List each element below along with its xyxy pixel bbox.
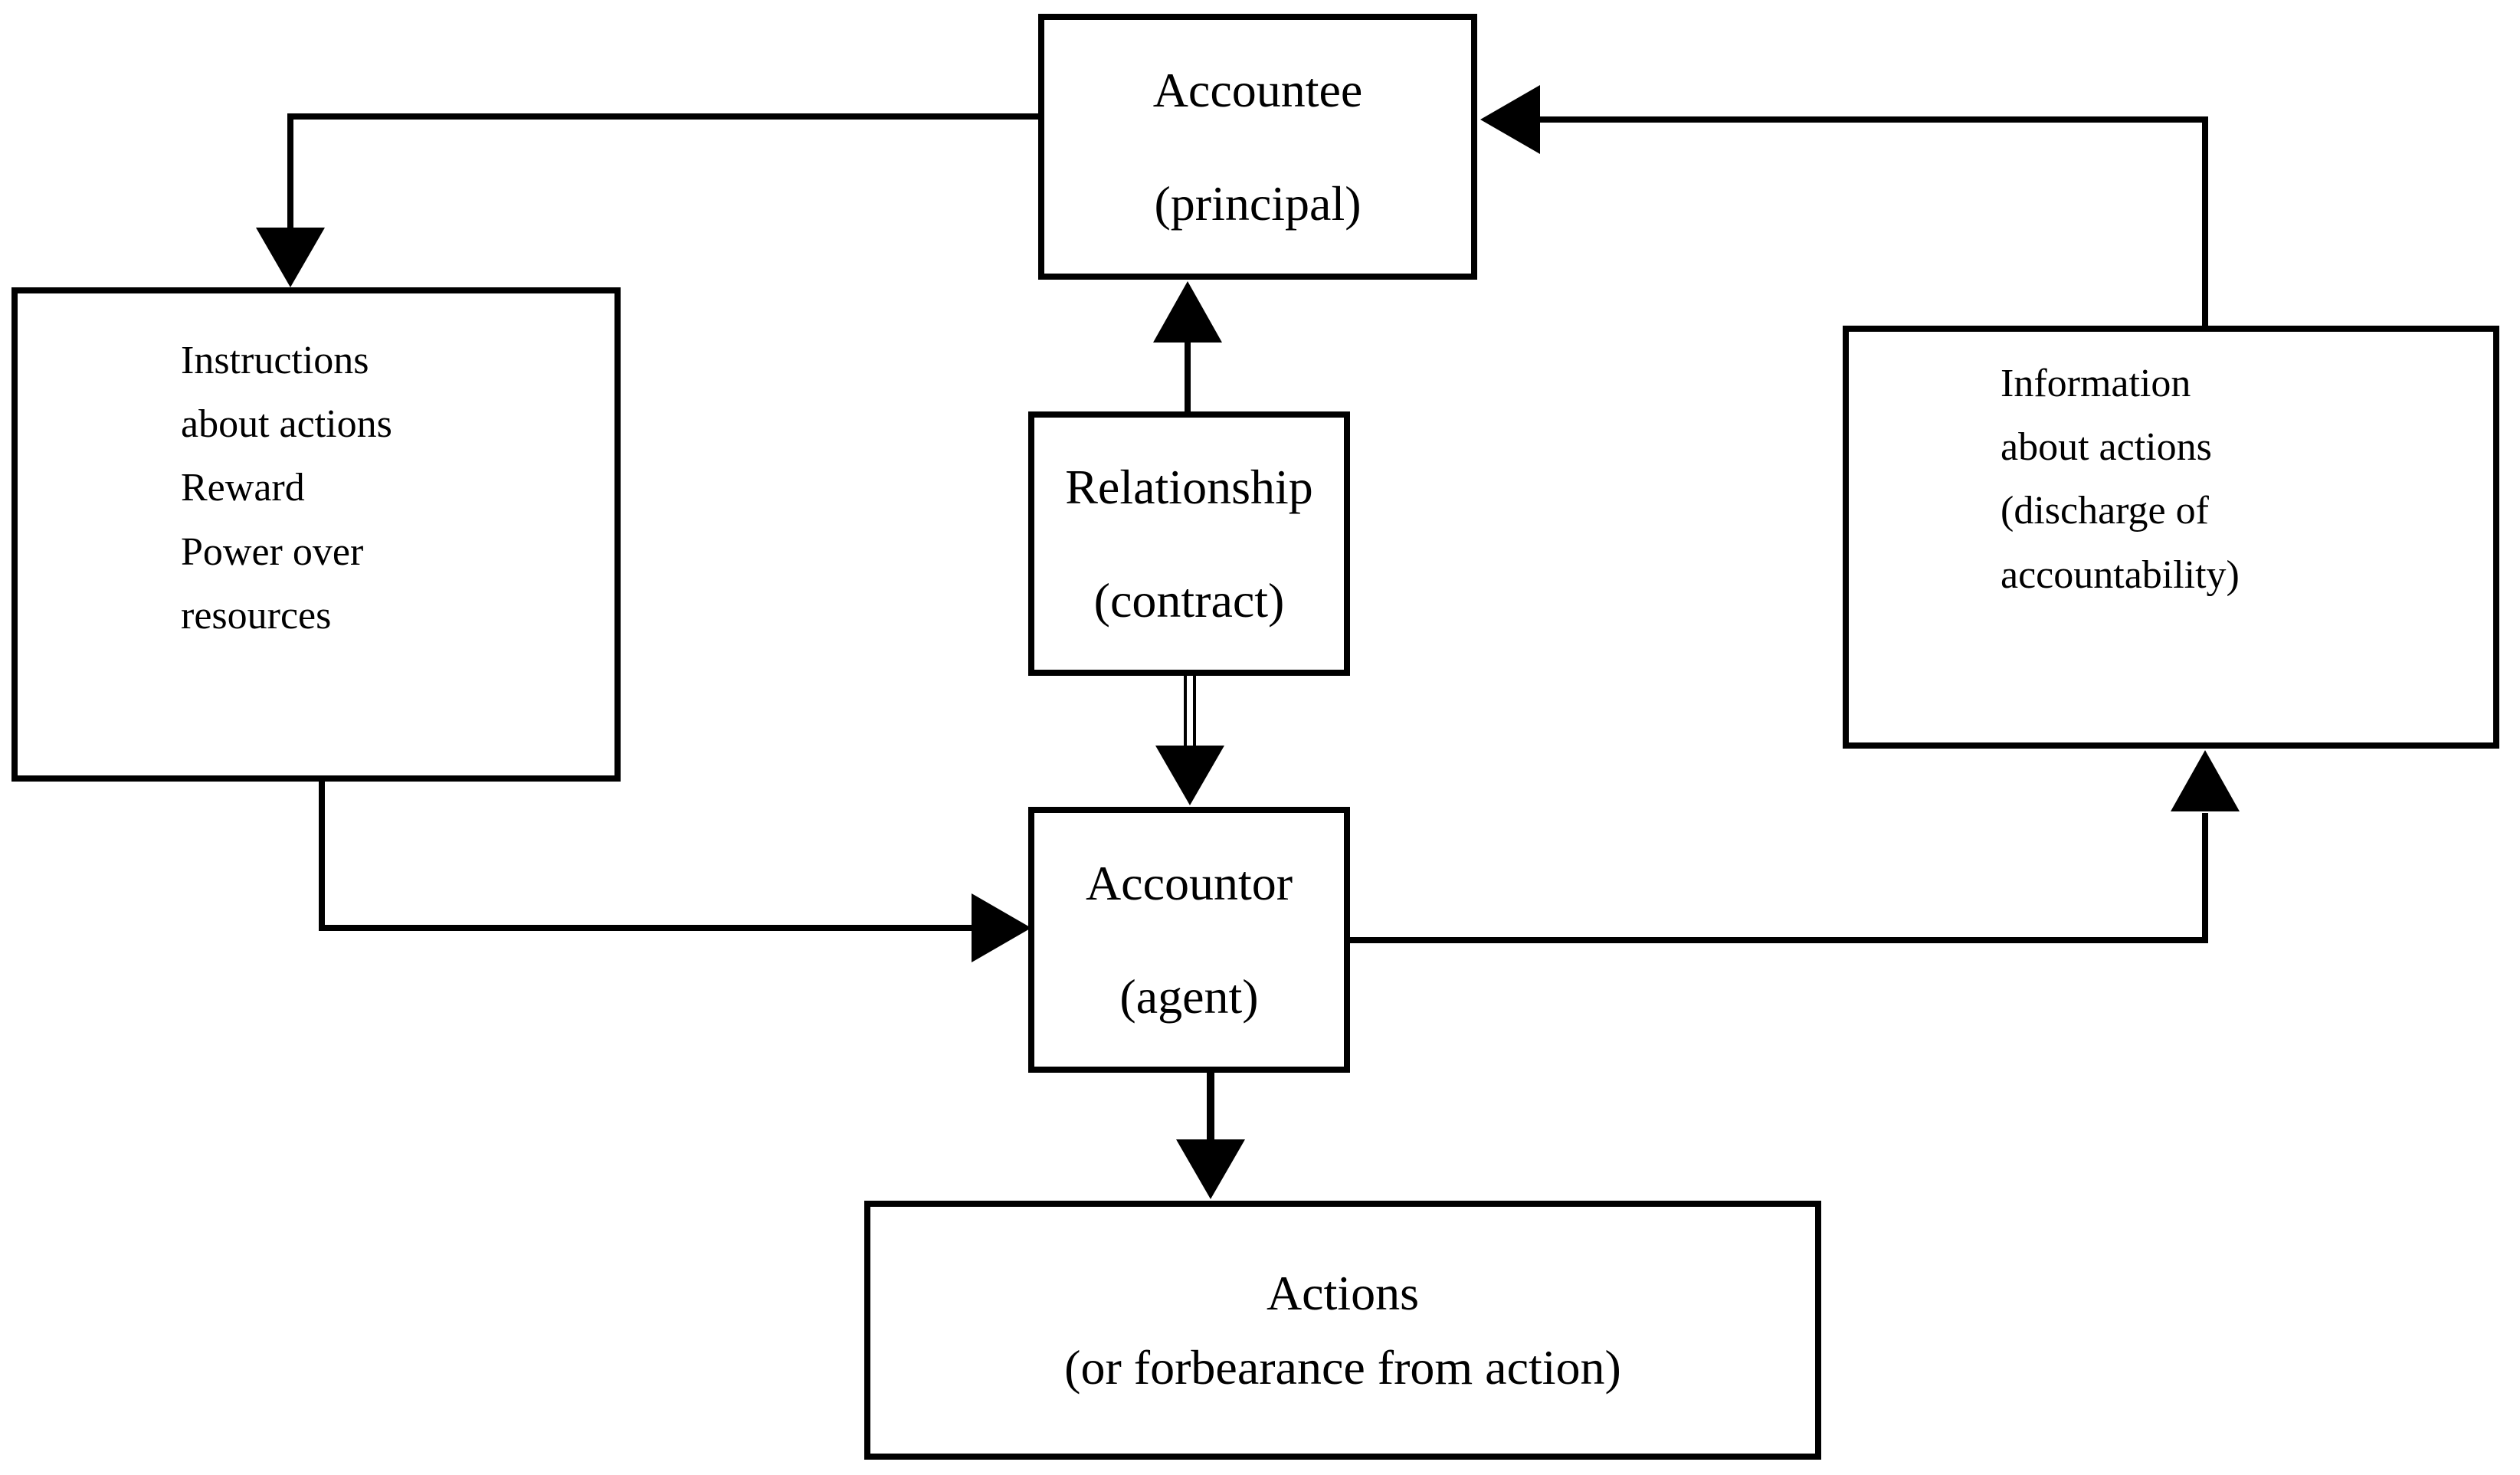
arrow-accountor-to-information — [1347, 813, 2208, 943]
arrowhead-up-into-information — [2171, 750, 2240, 811]
box-instructions-line-1: Instructions — [181, 339, 369, 382]
box-accountee-label: Accountee (principal) — [1152, 63, 1363, 231]
box-actions-label: Actions (or forbearance from action) — [1064, 1265, 1621, 1395]
box-actions-line-2: (or forbearance from action) — [1064, 1340, 1621, 1395]
box-instructions: Instructions about actions Reward Power … — [11, 287, 621, 782]
arrowhead-down-into-accountor — [1155, 746, 1224, 805]
box-actions-line-1: Actions — [1266, 1265, 1420, 1320]
box-accountor-line-1: Accountor — [1085, 856, 1293, 911]
arrowhead-down-into-instructions — [256, 228, 325, 287]
box-relationship-line-1: Relationship — [1065, 460, 1313, 515]
box-actions: Actions (or forbearance from action) — [864, 1201, 1821, 1460]
box-accountee: Accountee (principal) — [1038, 14, 1477, 280]
box-relationship: Relationship (contract) — [1028, 411, 1350, 676]
box-information-line-4: accountability) — [2001, 552, 2240, 597]
arrow-information-to-accountee — [1540, 116, 2208, 329]
box-information-line-3: (discharge of — [2001, 489, 2209, 533]
arrowhead-down-into-actions — [1176, 1139, 1245, 1199]
box-information: Information about actions (discharge of … — [1843, 326, 2499, 749]
arrow-instructions-to-accountor — [319, 778, 972, 931]
box-instructions-line-2: about actions — [181, 402, 392, 447]
box-relationship-line-2: (contract) — [1093, 572, 1285, 628]
arrowhead-right-into-accountor — [972, 893, 1031, 962]
box-accountor: Accountor (agent) — [1028, 807, 1350, 1073]
box-instructions-line-3: Reward — [181, 466, 305, 510]
box-instructions-line-4: Power over — [181, 529, 364, 574]
box-instructions-line-5: resources — [181, 593, 332, 638]
arrowhead-up-into-accountee — [1153, 281, 1222, 343]
arrowhead-left-into-accountee — [1480, 85, 1540, 154]
box-accountor-line-2: (agent) — [1119, 969, 1259, 1024]
box-information-line-2: about actions — [2001, 425, 2212, 470]
box-accountor-label: Accountor (agent) — [1085, 856, 1293, 1024]
box-information-line-1: Information — [2001, 362, 2191, 405]
box-accountee-line-2: (principal) — [1154, 175, 1362, 231]
box-relationship-label: Relationship (contract) — [1065, 460, 1313, 628]
box-accountee-line-1: Accountee — [1152, 63, 1363, 118]
arrow-accountee-to-instructions — [287, 113, 1041, 229]
